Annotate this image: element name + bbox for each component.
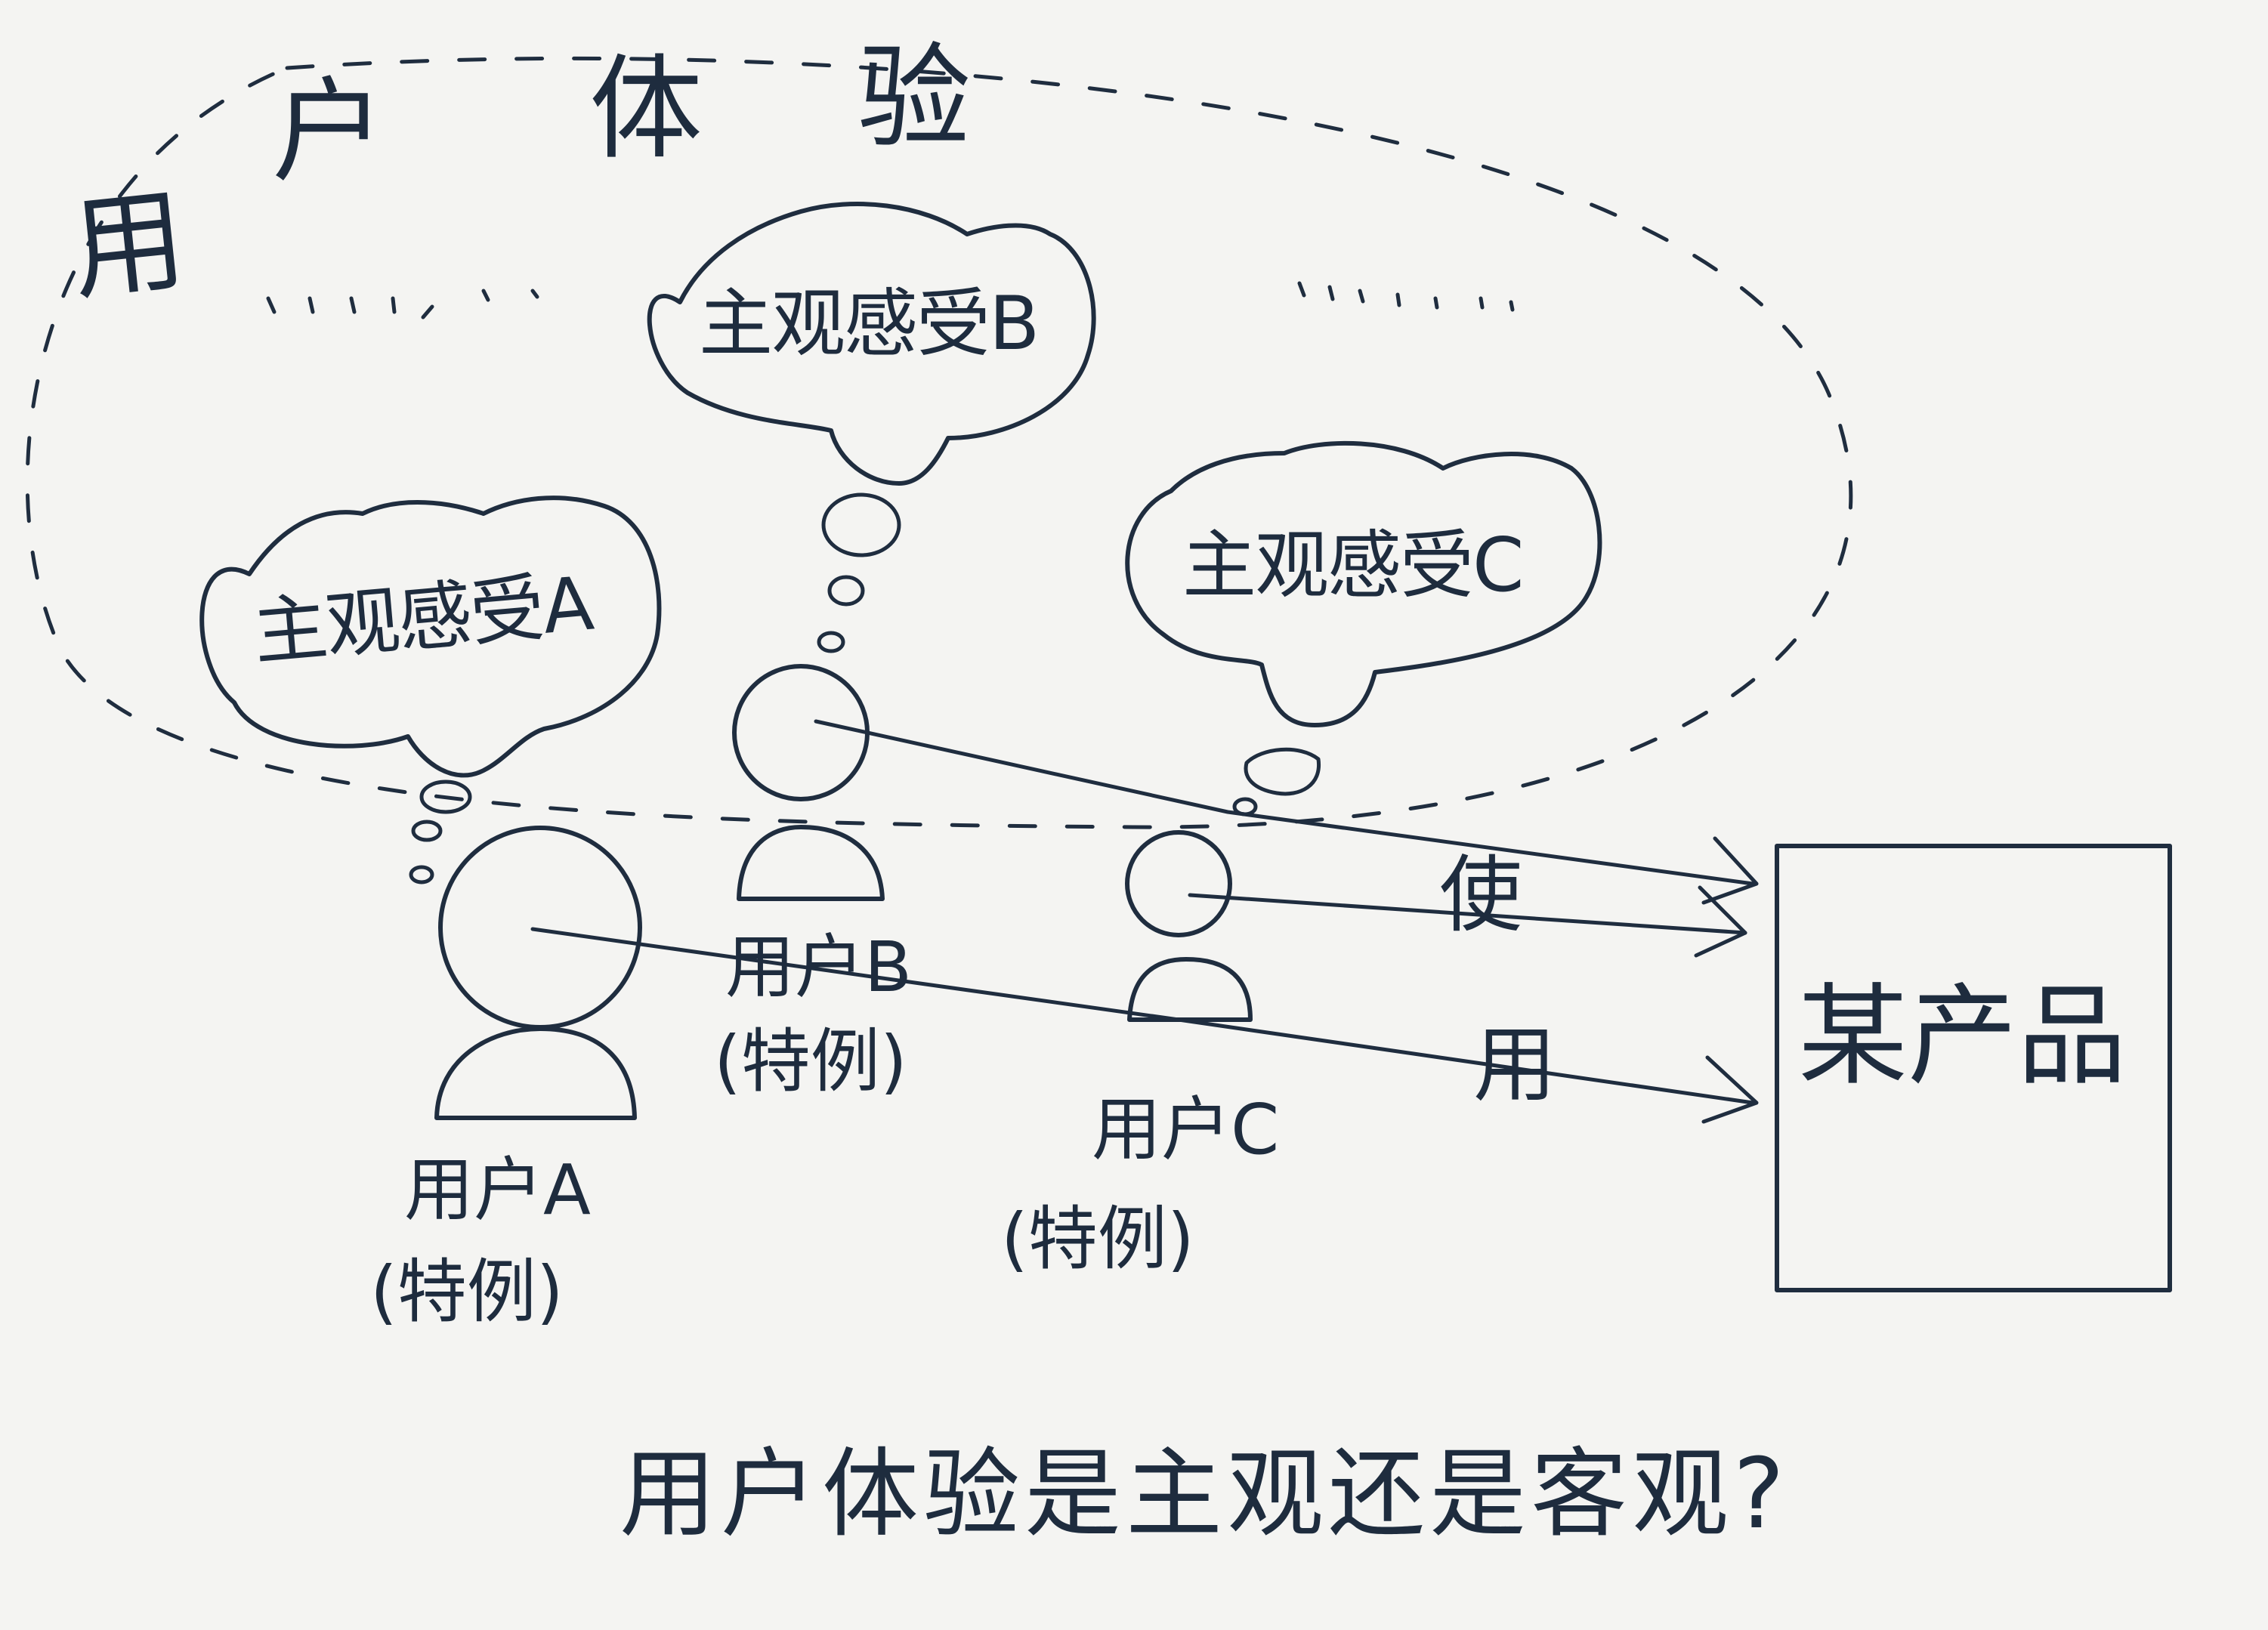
user-b-note: (特例) xyxy=(714,1027,907,1097)
arrowhead-a xyxy=(1704,1057,1757,1122)
user-a-note: (特例) xyxy=(370,1258,564,1327)
title-char-1: 用 xyxy=(66,184,191,308)
title-char-2: 户 xyxy=(272,76,385,189)
user-c-name: 用户C xyxy=(1092,1095,1279,1165)
thought-dot-a2 xyxy=(413,822,440,840)
thought-b-text: 主观感受B xyxy=(699,287,1038,361)
use-char-1: 使 xyxy=(1439,854,1522,937)
use-char-2: 用 xyxy=(1473,1023,1556,1107)
bottom-question: 用户体验是主观还是客观? xyxy=(620,1446,1789,1543)
thought-c-text: 主观感受C xyxy=(1182,529,1522,603)
user-a-body xyxy=(437,1029,635,1118)
user-a-head xyxy=(440,828,640,1027)
arrowhead-b xyxy=(1704,838,1757,903)
thought-dot-a3 xyxy=(411,867,432,882)
title-char-3: 体 xyxy=(589,53,703,166)
user-a-name: 用户A xyxy=(404,1156,591,1225)
user-b-body xyxy=(739,827,882,899)
thought-dot-b1 xyxy=(823,495,899,555)
arrow-user-b-to-product xyxy=(816,721,1753,884)
user-c-head xyxy=(1127,832,1230,935)
user-b-head xyxy=(734,666,867,799)
thought-dot-b3 xyxy=(819,633,843,651)
user-c-body xyxy=(1129,959,1250,1020)
title-char-4: 验 xyxy=(857,42,971,155)
user-c-note: (特例) xyxy=(1001,1205,1194,1274)
user-b-name: 用户B xyxy=(725,933,912,1002)
thought-dot-b2 xyxy=(830,577,863,604)
thought-dot-c1 xyxy=(1246,749,1318,794)
product-label: 某产品 xyxy=(1798,982,2127,1091)
